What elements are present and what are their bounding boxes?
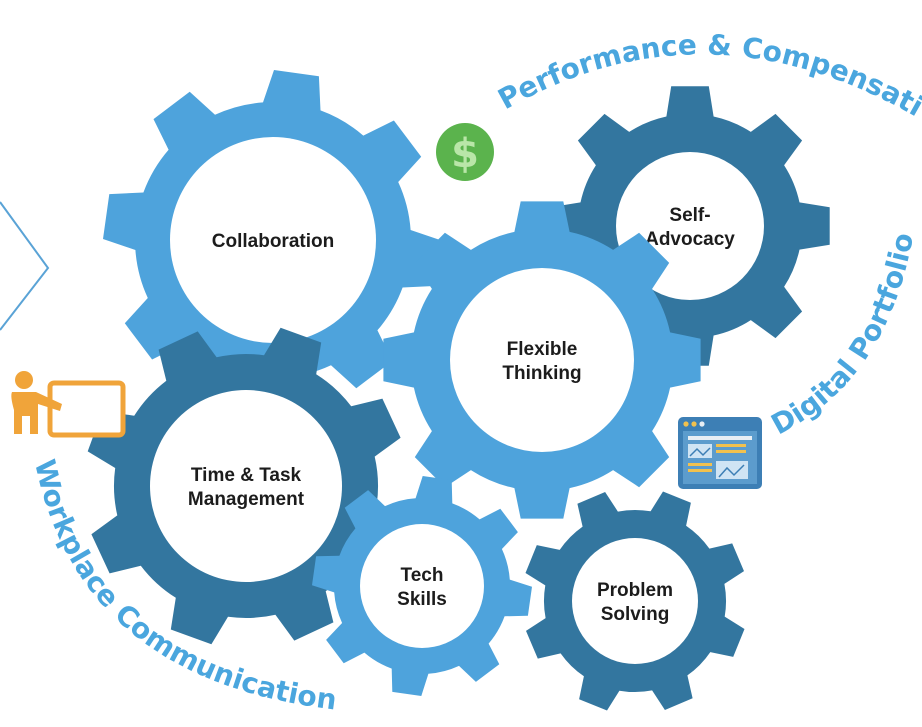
gear-label-flexible-thinking-line-2: Thinking bbox=[502, 363, 581, 384]
portfolio-webpage-icon bbox=[678, 417, 762, 489]
gear-hole-flexible-thinking bbox=[450, 268, 634, 452]
dollar-symbol: $ bbox=[451, 131, 479, 177]
gear-label-tech-skills-line-1: Tech bbox=[401, 565, 444, 586]
gear-label-self-advocacy-line-1: Self- bbox=[669, 205, 710, 226]
arc-label-performance: Performance & Compensation bbox=[0, 0, 922, 123]
gear-label-problem-solving-line-1: Problem bbox=[597, 580, 673, 601]
dollar-coin-icon: $ bbox=[436, 123, 494, 181]
teacher-whiteboard-icon bbox=[11, 371, 126, 438]
arc-label-performance-text: Performance & Compensation bbox=[0, 0, 922, 123]
gear-hole-collaboration bbox=[170, 137, 376, 343]
gear-label-flexible-thinking-line-1: Flexible bbox=[507, 339, 578, 360]
gear-label-time-task-line-1: Time & Task bbox=[191, 465, 302, 486]
gear-collaboration: Collaboration bbox=[103, 70, 443, 410]
gear-label-tech-skills-line-2: Skills bbox=[397, 589, 447, 610]
gear-hole-time-task bbox=[150, 390, 342, 582]
gear-hole-tech-skills bbox=[360, 524, 484, 648]
chevron-line bbox=[0, 201, 50, 331]
gear-label-self-advocacy-line-2: Advocacy bbox=[645, 229, 735, 250]
gear-hole-problem-solving bbox=[572, 538, 698, 664]
gears-layer: Collaboration Self- AdvocacyFlexibleThinki… bbox=[87, 70, 830, 711]
gear-label-time-task-line-2: Management bbox=[188, 489, 305, 510]
gear-label-collaboration-line-1: Collaboration bbox=[212, 231, 334, 252]
gear-label-problem-solving-line-2: Solving bbox=[601, 604, 670, 625]
